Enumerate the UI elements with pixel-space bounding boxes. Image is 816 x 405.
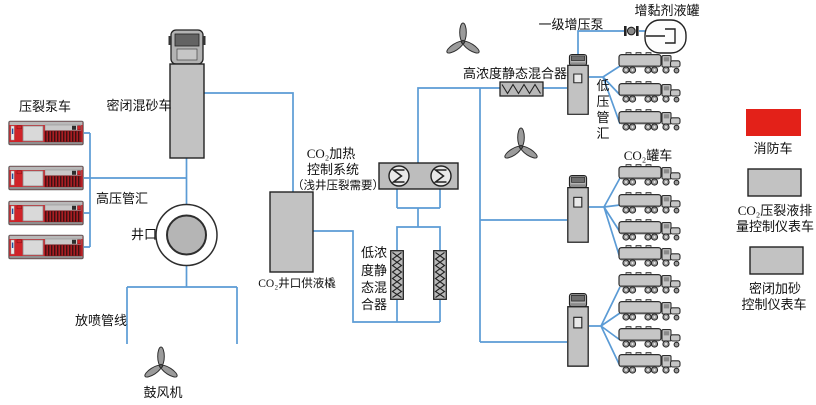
legend-label-flow-control-1: CO₂压裂液排 [738,203,813,218]
tanker-truck [618,218,681,241]
tanker-truck [618,244,681,267]
inline-valve-icon [624,26,639,36]
label-frac-pump-trucks: 压裂泵车 [19,99,71,114]
label-high-pressure-manifold: 高压管汇 [96,191,148,206]
sand-mixer-truck [168,29,206,159]
legend-sand-control-truck-swatch [749,246,804,275]
label-blower: 鼓风机 [143,385,182,400]
tanker-truck [618,80,681,103]
legend-flow-control-truck-swatch [747,168,802,197]
tanker-truck [618,191,681,214]
viscosifier-tank [644,19,687,54]
label-low-pressure-manifold-1: 低 [596,78,609,93]
label-booster-pump: 一级增压泵 [538,17,603,32]
tanker-truck [618,108,681,131]
label-high-conc-mixer: 高浓度静态混合器 [463,66,567,81]
label-low-conc-mixer-4: 合器 [361,297,387,312]
label-wellhead: 井口 [131,227,157,242]
label-heater-line2: 控制系统 [307,162,359,177]
co2-heater-unit [378,162,459,190]
label-blowdown-line: 放喷管线 [75,313,127,328]
tanker-truck [618,298,681,321]
label-low-pressure-manifold-4: 汇 [596,126,609,141]
label-heater-line3: （浅井压裂需要） [292,178,384,192]
frac-pump-truck-1 [8,120,84,146]
legend-label-fire-truck: 消防车 [753,141,792,156]
frac-pump-truck-3 [8,200,84,226]
blower-fan-middle [502,127,540,161]
wellhead-symbol [155,203,218,267]
static-mixer-right [433,250,447,300]
tanker-truck [618,325,681,348]
co2-transfer-pump-truck-2 [567,293,589,367]
static-mixer-left [390,250,404,300]
label-low-conc-mixer-3: 态混 [361,280,387,295]
high-conc-static-mixer [499,81,544,97]
booster-pump-truck [567,54,589,115]
tanker-truck [618,271,681,294]
co2-supply-skid [269,191,314,273]
label-co2-tank-trucks: CO₂罐车 [624,148,673,163]
legend-label-sand-control-2: 控制仪表车 [741,297,806,312]
co2-transfer-pump-truck-1 [567,175,589,243]
tanker-truck [618,351,681,374]
tanker-truck [618,163,681,186]
label-viscosifier-tank: 增黏剂液罐 [634,3,699,18]
tanker-truck [618,51,681,74]
label-heater-line1: CO₂加热 [307,146,356,161]
label-co2-supply-skid: CO₂井口供液橇 [258,276,336,290]
pipe-network [84,30,645,367]
label-low-conc-mixer-2: 度静 [361,263,387,278]
label-low-pressure-manifold-2: 压 [596,94,609,109]
frac-pump-truck-2 [8,165,84,191]
blower-fan-bottom [142,346,180,380]
legend-fire-truck-swatch [746,109,801,136]
label-low-pressure-manifold-3: 管 [596,110,609,125]
frac-pump-truck-4 [8,234,84,260]
label-low-conc-mixer-1: 低浓 [361,245,387,260]
blower-fan-top [444,22,482,56]
label-sand-mixer-truck: 密闭混砂车 [106,98,171,113]
legend-label-sand-control-1: 密闭加砂 [749,281,801,296]
legend-label-flow-control-2: 量控制仪表车 [736,219,814,234]
